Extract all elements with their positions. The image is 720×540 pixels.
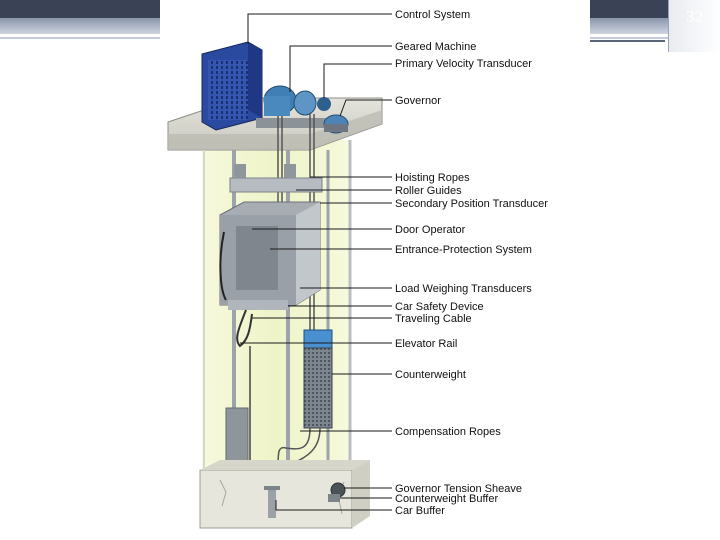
door-operator-arm (219, 231, 227, 301)
label-car-buffer: Car Buffer (395, 505, 445, 517)
label-geared-machine: Geared Machine (395, 41, 476, 53)
label-compensation-ropes: Compensation Ropes (395, 426, 501, 438)
label-governor: Governor (395, 95, 441, 107)
pit-top-edge (200, 460, 370, 470)
label-traveling-cable: Traveling Cable (395, 313, 472, 325)
label-roller-guides: Roller Guides (395, 185, 462, 197)
geared-machine-housing (264, 96, 290, 116)
traveling-cable-loop (236, 309, 253, 348)
elevator-diagram-figure: Control System Geared Machine Primary Ve… (160, 0, 590, 540)
label-counterweight-buffer: Counterweight Buffer (395, 493, 498, 505)
roller-guide-left (234, 164, 246, 178)
label-load-weighing-transducers: Load Weighing Transducers (395, 283, 532, 295)
car-door (236, 226, 278, 290)
machine-room-slab-edge (168, 110, 382, 150)
label-car-safety-device: Car Safety Device (395, 301, 484, 313)
governor-base (324, 124, 348, 132)
leader-car-buffer (275, 500, 392, 511)
label-counterweight: Counterweight (395, 369, 466, 381)
car-buffer-cap (264, 486, 280, 490)
page-number-tab: 32 (668, 0, 720, 52)
callout-labels: Control System Geared Machine Primary Ve… (395, 9, 548, 517)
machine-base (256, 118, 332, 128)
counterweight-block (303, 347, 333, 429)
compensation-rope-1 (277, 427, 311, 471)
label-door-operator: Door Operator (395, 224, 466, 236)
car-crosshead (229, 177, 323, 193)
label-control-system: Control System (395, 9, 470, 21)
primary-velocity-transducer-part (317, 97, 331, 111)
geared-machine-sheave (293, 90, 317, 116)
label-secondary-position-transducer: Secondary Position Transducer (395, 198, 548, 210)
label-primary-velocity-transducer: Primary Velocity Transducer (395, 58, 532, 70)
label-elevator-rail: Elevator Rail (395, 338, 457, 350)
counterweight-buffer-part (328, 494, 340, 502)
car-buffer-part (268, 488, 276, 518)
leader-primary-velocity (323, 63, 392, 98)
label-governor-tension-sheave: Governor Tension Sheave (395, 483, 522, 495)
control-system-side (248, 42, 262, 118)
leader-lines (240, 13, 392, 511)
leader-geared-machine (289, 45, 392, 92)
label-hoisting-ropes: Hoisting Ropes (395, 172, 470, 184)
pit-side (352, 460, 370, 528)
car-platform (228, 300, 288, 310)
leader-governor (339, 99, 392, 117)
elevator-car-side (296, 202, 320, 305)
control-system-vents (208, 60, 248, 120)
header-accent-rule (585, 40, 665, 42)
pit-crack-1 (219, 479, 227, 507)
counterweight-frame-top (303, 329, 333, 349)
roller-guide-right (284, 164, 296, 178)
leader-control-system (247, 13, 392, 44)
page-number: 32 (686, 7, 703, 26)
label-entrance-protection-system: Entrance-Protection System (395, 244, 532, 256)
elevator-diagram: Control System Geared Machine Primary Ve… (167, 9, 548, 529)
